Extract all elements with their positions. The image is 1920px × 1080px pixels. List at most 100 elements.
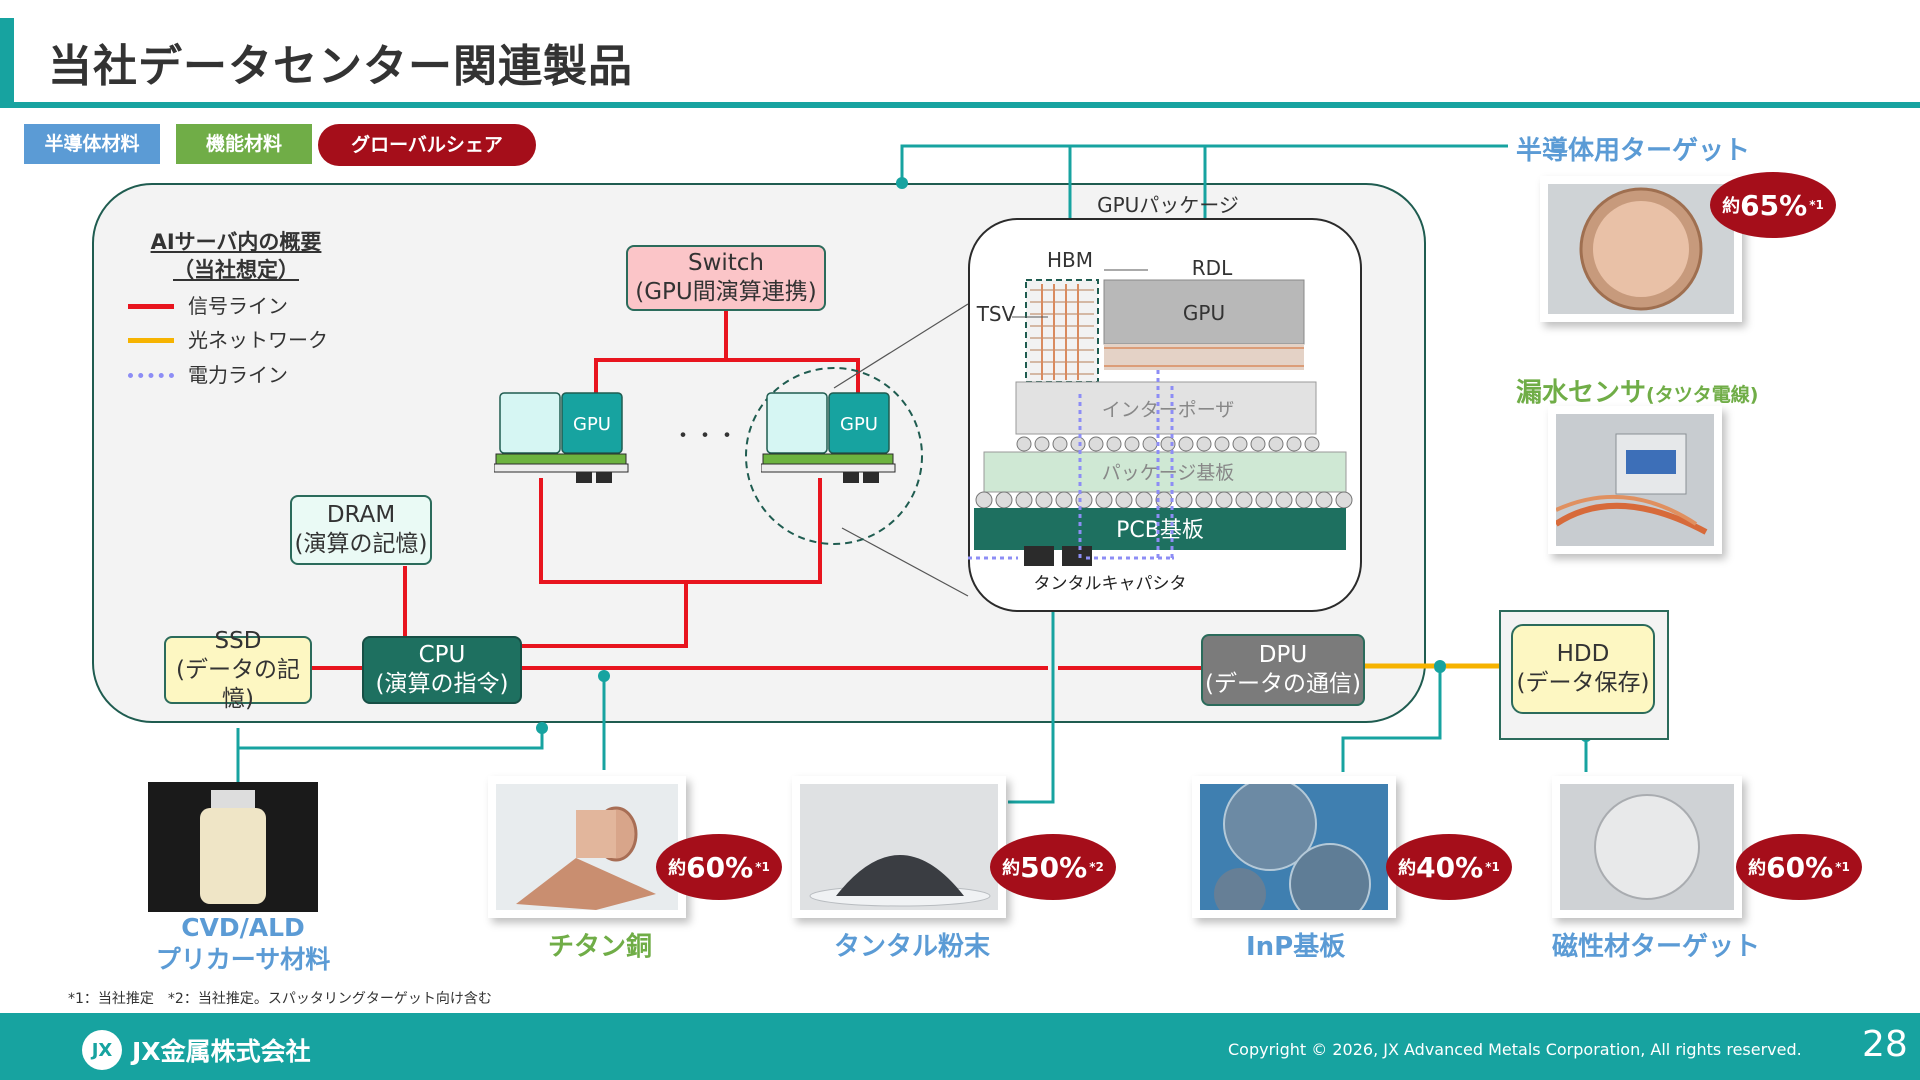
titanium-copper-name: チタン銅 — [548, 932, 653, 962]
gpu-die — [1103, 279, 1305, 345]
page-number: 28 — [1862, 1024, 1908, 1065]
ssd-box: SSD (データの記憶) — [164, 628, 312, 712]
cpu-sublabel: (演算の指令) — [375, 671, 509, 697]
connector-dot — [896, 177, 908, 189]
legend-optical: 光ネットワーク — [128, 326, 328, 354]
inp-photo — [1192, 776, 1396, 925]
legend-signal: 信号ライン — [128, 292, 288, 320]
titanium-copper-photo — [488, 776, 686, 918]
signal-switch-gpus — [594, 358, 860, 395]
cpu-label: CPU — [418, 642, 466, 668]
zoom-line-bottom — [841, 527, 969, 597]
dpu-label: DPU — [1258, 642, 1308, 668]
package-substrate — [983, 451, 1347, 493]
connector-inp — [1341, 667, 1442, 772]
hdd-label: HDD — [1556, 641, 1610, 667]
switch-box: Switch (GPU間演算連携) — [626, 245, 826, 311]
tag-functional-materials: 機能材料 — [176, 124, 312, 164]
legend-optical-label: 光ネットワーク — [188, 328, 328, 352]
connector-dot — [536, 722, 548, 734]
magnetic-share-note: *1 — [1835, 860, 1850, 874]
package-title: GPUパッケージ — [1097, 193, 1239, 217]
titanium-share-note: *1 — [755, 860, 770, 874]
tantalum-photo — [792, 776, 1006, 918]
dpu-box: DPU (データの通信) — [1201, 634, 1365, 706]
gpu-right-label: GPU — [840, 414, 878, 435]
interposer-label: インターポーザ — [1102, 399, 1235, 421]
legend-power-label: 電力ライン — [188, 363, 288, 387]
switch-sublabel: (GPU間演算連携) — [635, 279, 817, 305]
legend-optical-swatch — [128, 337, 174, 343]
leak-sensor-name: 漏水センサ — [1516, 378, 1647, 408]
titanium-copper-image — [496, 784, 678, 910]
rdl-label: RDL — [1192, 256, 1233, 280]
interposer — [1015, 381, 1317, 435]
capacitor-label: タンタルキャパシタ — [1034, 574, 1187, 594]
cvd-name-line1: CVD/ALD — [181, 913, 305, 942]
magnetic-target-image — [1560, 784, 1734, 910]
cvd-name-line2: プリカーサ材料 — [155, 945, 331, 974]
legend-title-line1: AIサーバ内の概要 — [150, 230, 322, 254]
cvd-label: CVD/ALD プリカーサ材料 — [148, 912, 338, 976]
connector-dot — [1434, 660, 1446, 672]
ssd-sublabel: (データの記憶) — [176, 656, 300, 712]
leak-sensor-sub: (タツタ電線) — [1646, 384, 1759, 406]
hdd-sublabel: (データ保存) — [1516, 670, 1650, 696]
capacitor-2 — [1062, 546, 1092, 566]
titanium-share-value: 60% — [686, 850, 754, 884]
target-name: 半導体用ターゲット — [1516, 136, 1751, 166]
cpu-box: CPU (演算の指令) — [362, 636, 522, 704]
company-logo: JX JX金属株式会社 — [82, 1030, 311, 1070]
target-share-note: *1 — [1809, 198, 1824, 212]
inp-share-prefix: 約 — [1398, 858, 1417, 879]
tantalum-name: タンタル粉末 — [834, 932, 991, 962]
legend-signal-swatch — [128, 303, 174, 309]
connector-target-to-frame — [900, 144, 1508, 183]
tantalum-share-value: 50% — [1020, 850, 1088, 884]
hbm-stack — [1025, 279, 1099, 383]
dram-label: DRAM — [326, 502, 396, 528]
capacitor-1 — [1024, 546, 1054, 566]
target-share-prefix: 約 — [1722, 196, 1741, 217]
tag-global-share: グローバルシェア — [318, 124, 536, 166]
target-share-value: 65% — [1740, 188, 1808, 222]
magnetic-target-photo — [1552, 776, 1742, 918]
target-photo — [1540, 176, 1742, 322]
logo-mark: JX — [82, 1030, 122, 1070]
gpu-package-diagram: GPUパッケージ HBM RDL TSV GPU インターポーザ パッケージ基板 — [968, 193, 1353, 594]
zoom-line-top — [833, 303, 969, 389]
legend-signal-label: 信号ライン — [188, 294, 288, 318]
signal-gpu-to-cpu — [520, 582, 688, 648]
inp-name: InP基板 — [1246, 932, 1346, 962]
tantalum-share-note: *2 — [1089, 860, 1104, 874]
footnote: *1：当社推定 *2：当社推定。スパッタリングターゲット向け含む — [68, 991, 492, 1007]
cvd-photo — [148, 782, 318, 912]
tag-semiconductor-materials: 半導体材料 — [24, 124, 160, 164]
connector-cvd — [236, 728, 544, 785]
legend-power: 電力ライン — [128, 361, 288, 389]
leak-sensor-image — [1554, 414, 1714, 546]
pcb-label: PCB基板 — [1116, 518, 1204, 543]
inp-image — [1200, 777, 1388, 925]
inp-share-note: *1 — [1485, 860, 1500, 874]
page-title: 当社データセンター関連製品 — [48, 41, 633, 92]
copyright: Copyright © 2026, JX Advanced Metals Cor… — [1228, 1040, 1802, 1059]
gpu-ellipsis: ・・・ — [672, 424, 739, 449]
hdd-box: HDD (データ保存) — [1511, 624, 1655, 714]
magnetic-share-value: 60% — [1766, 850, 1834, 884]
footer-bar — [0, 1013, 1920, 1080]
gpu-left-label: GPU — [573, 414, 611, 435]
title-rule — [0, 102, 1920, 108]
connector-dot — [598, 670, 610, 682]
tsv-label: TSV — [976, 302, 1016, 326]
switch-label: Switch — [687, 250, 765, 276]
legend-power-swatch — [128, 372, 174, 378]
substrate-label: パッケージ基板 — [1102, 462, 1235, 484]
dram-box: DRAM (演算の記憶) — [290, 495, 432, 565]
magnetic-target-name: 磁性材ターゲット — [1552, 932, 1761, 962]
magnetic-share-prefix: 約 — [1748, 858, 1767, 879]
